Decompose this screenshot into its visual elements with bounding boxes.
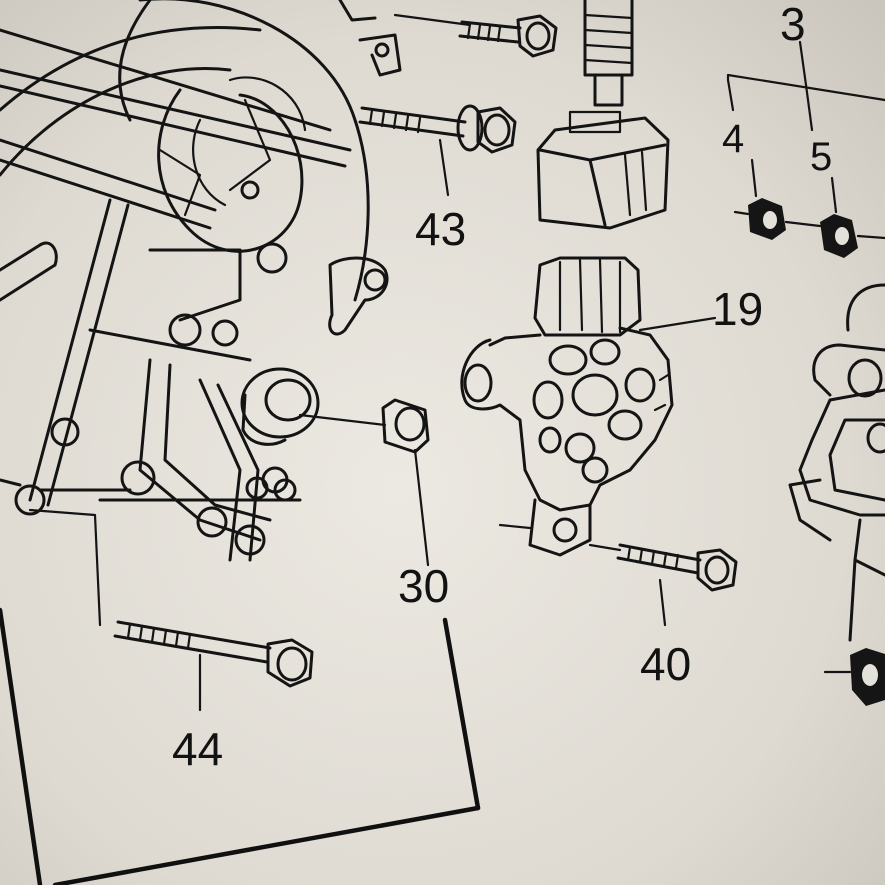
part-5-washer bbox=[820, 176, 885, 258]
part-4-nut bbox=[733, 158, 822, 240]
part-30-nut bbox=[0, 398, 481, 885]
label-part-5: 5 bbox=[810, 135, 832, 179]
label-part-19: 19 bbox=[712, 283, 763, 335]
sensor-connector bbox=[536, 0, 670, 230]
part-19-valve-body bbox=[460, 256, 717, 557]
label-part-43: 43 bbox=[415, 203, 466, 255]
part-44-long-bolt bbox=[28, 508, 314, 712]
part-43-bolt bbox=[358, 104, 517, 197]
label-part-30: 30 bbox=[398, 560, 449, 612]
engine-bracket-assembly bbox=[0, 0, 389, 562]
label-part-4: 4 bbox=[722, 117, 744, 161]
part-3-bracket-lines bbox=[726, 40, 885, 132]
upper-bolt-and-clip bbox=[338, 0, 558, 77]
label-part-40: 40 bbox=[640, 638, 691, 690]
right-side-assembly bbox=[788, 283, 885, 706]
label-part-44: 44 bbox=[172, 723, 223, 775]
bushing-ring bbox=[240, 367, 387, 446]
part-40-bolt bbox=[588, 543, 738, 627]
label-part-3: 3 bbox=[780, 0, 806, 50]
